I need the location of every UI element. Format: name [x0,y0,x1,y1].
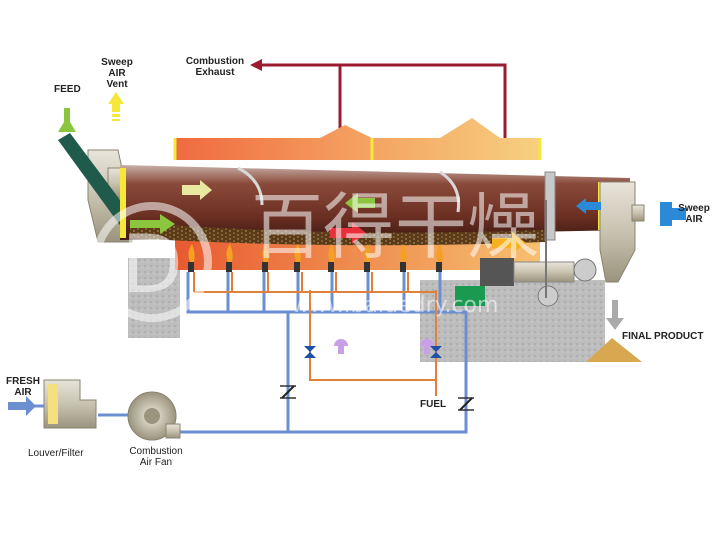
watermark: D 百得干燥 www.baidedry.com [92,185,539,322]
product-flow-arrow-icon [492,232,526,254]
material-flow-arrow-icon [130,214,175,234]
right-concrete-base [420,280,605,362]
final-product-label: FINAL PRODUCT [622,331,704,342]
vent-arrow-icon [108,92,124,104]
burner-flame-icon [328,244,335,272]
control-valve-icon [420,339,434,354]
fuel-valve-icon [304,346,316,358]
watermark-chinese: 百得干燥 [251,185,539,269]
burner-flame-icon [436,244,443,272]
final-product-pile [586,338,642,362]
louver-slats [48,384,58,424]
burner-flame-icon [262,244,269,272]
louver-filter-label: Louver/Filter [28,448,84,459]
trunnion-wheel [537,285,559,307]
gas-flow-arrow-icon [345,193,375,213]
flight-left [237,166,264,206]
trunnion-wheel [573,258,597,282]
control-valve-icon [334,339,348,354]
feed-chute [58,133,135,228]
combustion-exhaust-duct [250,59,507,142]
burner-flame-icon [226,244,233,272]
air-damper-icon [458,397,474,411]
feed-end-seal [120,168,126,238]
combustion-air-fan-label: Combustion Air Fan [129,446,183,468]
fresh-air-label: FRESH AIR [6,376,40,398]
combustion-hood-top [175,118,540,160]
watermark-url: www.baidedry.com [292,293,499,318]
svg-text:D: D [121,218,183,311]
sweep-air-label: Sweep AIR [678,203,710,225]
sweep-air-inlet [631,204,645,222]
burner-flame-icon [188,244,195,272]
combustion-exhaust-label: Combustion Exhaust [185,56,245,78]
fuel-valve-icon [430,346,442,358]
flight-right [439,170,461,213]
burner-flame-icon [294,244,301,272]
sweep-air-inlet-arrow-icon [660,202,686,226]
final-product-arrow-icon [606,300,624,330]
fresh-air-arrow-icon [8,396,36,416]
drive-motor [480,258,514,286]
feed-label: FEED [54,84,81,95]
combustion-air-fan [127,391,181,441]
burner-flame-icon [364,244,371,272]
discharge-housing [599,181,636,283]
inner-sweep-air-arrow-icon [576,198,601,214]
fuel-label: FUEL [420,399,447,410]
flow-arrow-feed-end-icon [182,180,212,200]
feed-arrow-icon [58,108,76,132]
left-concrete-base [128,258,180,338]
sweep-air-vent-label: Sweep AIR Vent [101,57,133,90]
burner-flame-icon [400,244,407,272]
exhaust-arrowhead-icon [250,59,262,71]
hot-gas-arrow-icon [330,222,366,244]
burner-row [188,244,443,272]
fuel-piping [193,272,437,396]
drive-motor-housing [455,286,485,306]
air-damper-icon [280,385,296,399]
